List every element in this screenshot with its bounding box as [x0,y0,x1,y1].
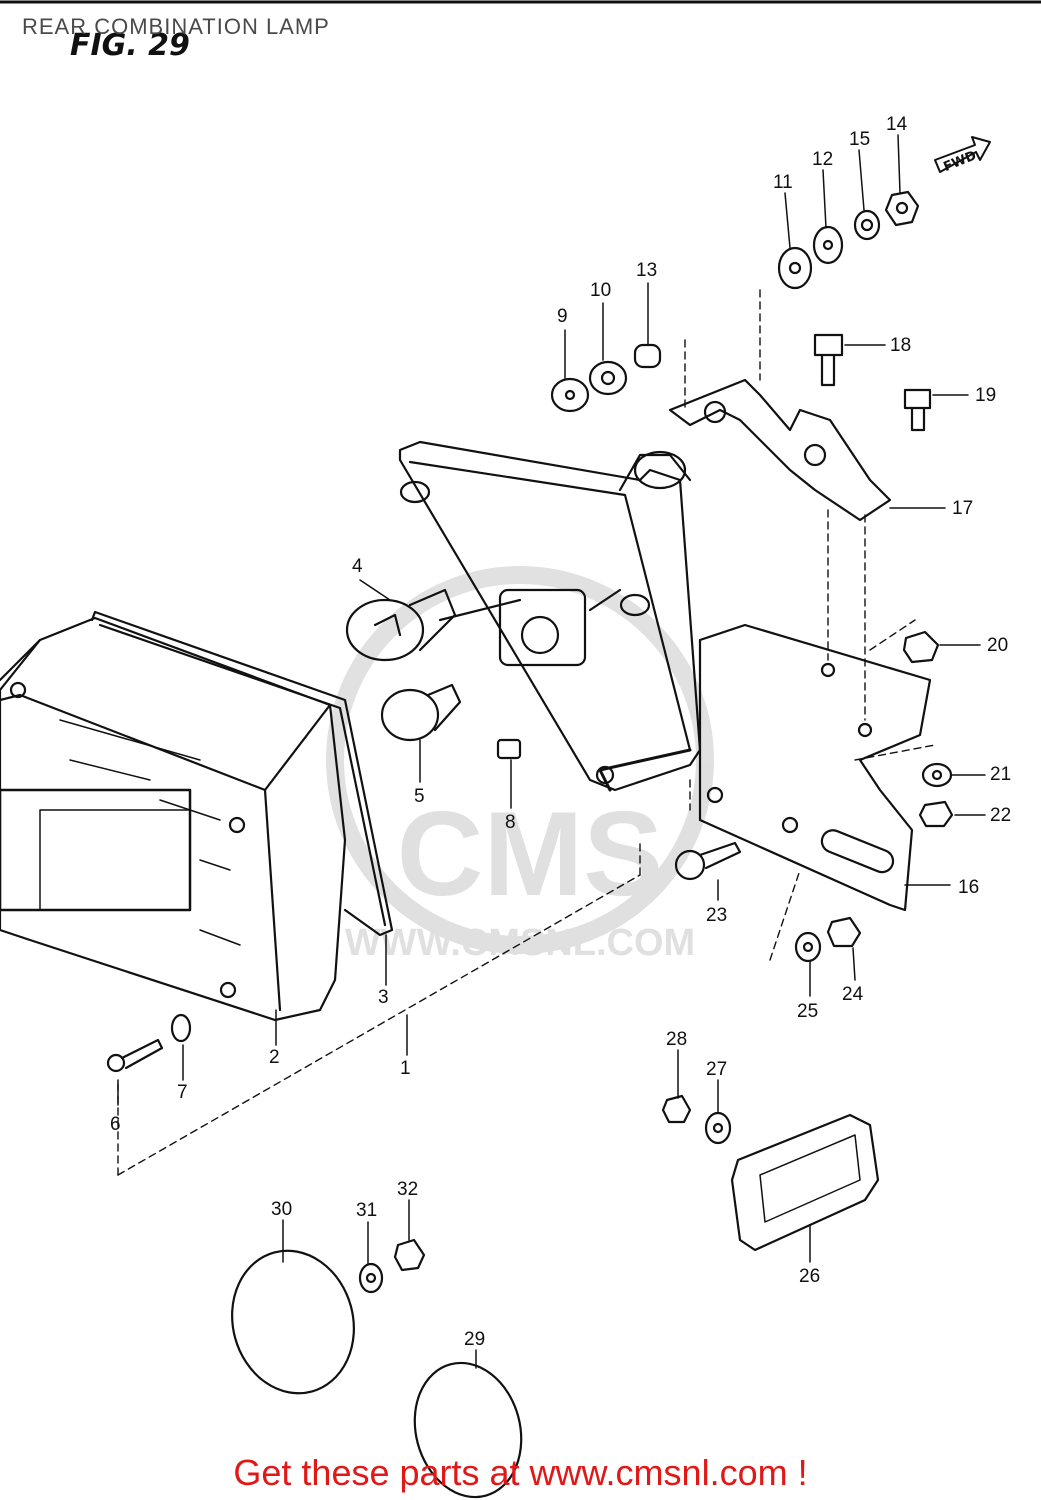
callout-19: 19 [975,385,996,406]
callout-8: 8 [505,812,516,833]
callout-11: 13 [636,260,657,281]
callout-27: 27 [706,1059,727,1080]
part-12-washer [812,225,844,265]
part-28-nut [661,1094,692,1124]
part-16-lower-bracket [698,623,932,912]
page-title: REAR COMBINATION LAMP [22,14,330,39]
callout-1: 1 [400,1058,411,1079]
part-32-nut [393,1238,426,1272]
part-8-grommet [496,738,522,760]
callout-2: 2 [269,1047,280,1068]
part-14-nut [884,190,920,227]
cms-watermark: CMS WWW.CMSNL.COM [326,566,714,964]
watermark-logo: CMS [397,787,664,921]
part-4-bulb [345,588,457,662]
part-11-washer [777,246,813,290]
part-26-reflector [730,1113,880,1252]
part-5-bulb [380,683,462,742]
part-13-collar [633,343,662,369]
part-25-washer [794,931,822,963]
part-22-nut [918,800,954,828]
part-30-reflector [231,1249,355,1395]
part-17-upper-bracket [668,378,892,522]
callout-14: 14 [886,114,908,135]
fwd-label: FWD [941,148,978,175]
callout-25: 25 [797,1001,818,1022]
callout-5: 5 [414,786,425,807]
callout-15: 15 [849,129,870,150]
callout-3: 3 [378,987,389,1008]
part-27-washer [704,1111,732,1145]
callout-31: 31 [356,1200,377,1221]
part-18-bolt [813,333,844,387]
watermark-site: WWW.CMSNL.COM [345,922,695,964]
figure-label: FIG. 29 [70,28,190,63]
part-2-lens [0,616,347,1022]
callout-11b: 11 [773,172,793,193]
part-1-housing [398,440,702,792]
fwd-arrow-icon [934,136,991,173]
part-3-gasket [90,610,394,937]
part-21-washer [921,762,953,788]
promo-link[interactable]: Get these parts at www.cmsnl.com ! [233,1452,808,1493]
part-7-washer [170,1013,192,1043]
callout-6: 6 [110,1114,121,1135]
part-23-screw [674,841,742,881]
callout-20: 20 [987,635,1008,656]
callout-numbers: 1 2 3 4 5 6 7 8 9 10 13 11 12 15 14 16 1… [110,114,1011,1350]
callout-32: 32 [397,1179,418,1200]
part-24-nut [826,916,862,948]
callout-lines [117,134,986,1369]
callout-26: 26 [799,1266,820,1287]
callout-29: 29 [464,1329,485,1350]
part-19-bolt [903,388,932,432]
callout-12: 12 [812,149,833,170]
callout-4: 4 [352,556,363,577]
callout-22: 22 [990,805,1011,826]
callout-9: 9 [557,306,568,327]
part-29-emblem [413,1361,523,1499]
callout-28: 28 [666,1029,687,1050]
part-9-washer [550,377,590,413]
part-31-washer [358,1262,384,1294]
callout-7: 7 [177,1082,188,1103]
callout-23: 23 [706,905,727,926]
callout-10: 10 [590,280,611,301]
callout-24: 24 [842,984,864,1005]
callout-21: 21 [990,764,1011,785]
callout-16: 16 [958,877,979,898]
part-10-washer [588,360,628,396]
part-20-nut [902,630,940,664]
part-6-screw [106,1038,164,1073]
callout-17: 17 [952,498,973,519]
callout-30: 30 [271,1199,292,1220]
part-15-washer [853,209,881,241]
assembly-leader-lines [117,289,936,1176]
callout-18: 18 [890,335,911,356]
